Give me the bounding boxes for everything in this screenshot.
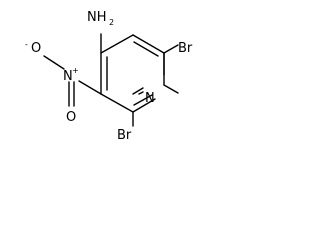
- molecule-canvas: NH 2 N + O - O N Br Br: [0, 0, 203, 154]
- nitro-o-bottom-label: O: [66, 110, 76, 125]
- bond-c2-n1: [132, 87, 144, 95]
- nitro-n-charge: +: [72, 66, 79, 75]
- bond-n1-c2-stub: [138, 91, 144, 95]
- bond-c4-c5: [100, 34, 134, 54]
- bond-c3-nitro: [78, 80, 102, 95]
- bond-c5-c6: [132, 34, 165, 54]
- nitro-o-left-label: O: [31, 41, 41, 56]
- bond-c2-c3: [100, 93, 134, 113]
- chemical-structure: NH 2 N + O - O N Br Br: [25, 10, 193, 143]
- ring-n-label: N: [145, 91, 155, 106]
- nitro-o-left-charge: -: [25, 40, 28, 49]
- amine-label: NH: [87, 10, 107, 25]
- bond-c2-n1-inner: [133, 94, 153, 106]
- br-right-label: Br: [178, 41, 193, 56]
- nitro-n-label: N: [63, 69, 73, 84]
- bond-c2-n1-main: [132, 98, 156, 113]
- bond-c6-brright: [163, 44, 179, 54]
- bond-c5-c6-inner: [133, 41, 159, 57]
- amine-subscript: 2: [109, 18, 114, 27]
- bond-c6-brright-main: [163, 84, 179, 94]
- br-bottom-label: Br: [117, 128, 132, 143]
- bond-nitro-o-left: [43, 55, 65, 70]
